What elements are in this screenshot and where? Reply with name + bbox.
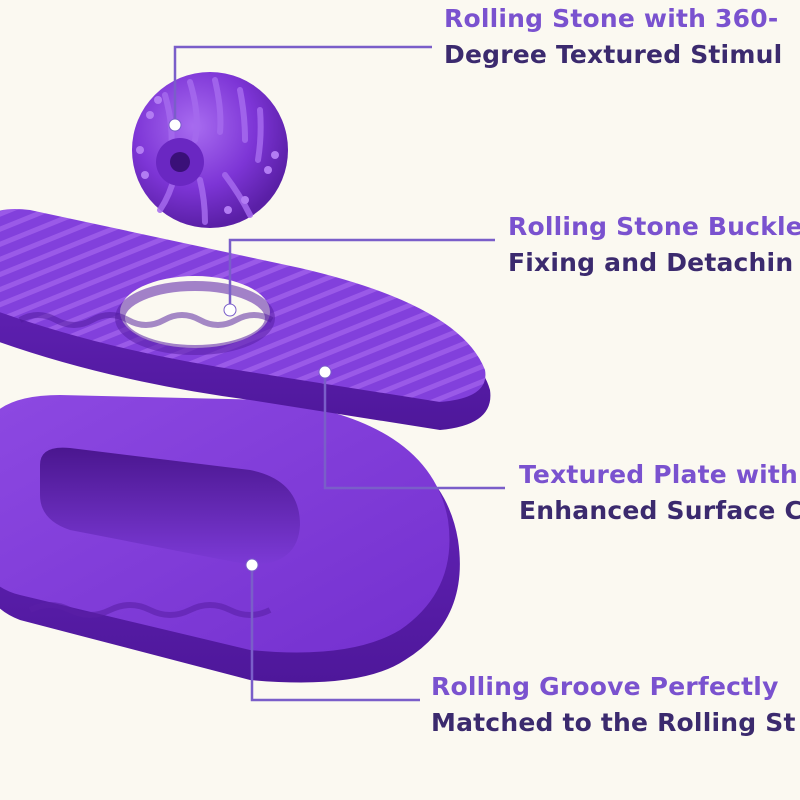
callout-buckle-title: Rolling Stone Buckle: [508, 212, 800, 241]
callout-groove-subtitle: Matched to the Rolling St: [431, 708, 796, 737]
rolling-groove: [40, 447, 300, 565]
callout-rolling-stone-subtitle: Degree Textured Stimul: [444, 40, 783, 69]
callout-textured-plate-title: Textured Plate with: [519, 460, 799, 489]
callout-buckle-subtitle: Fixing and Detachin: [508, 248, 794, 277]
leader-lines: [173, 45, 505, 702]
callout-textured-plate-subtitle: Enhanced Surface C: [519, 496, 800, 525]
leader-dots: [168, 118, 332, 572]
callout-groove-title: Rolling Groove Perfectly: [431, 672, 779, 701]
callout-rolling-stone: Rolling Stone with 360- Degree Textured …: [444, 1, 782, 73]
callout-rolling-stone-title: Rolling Stone with 360-: [444, 4, 779, 33]
rolling-stone-ball: [132, 72, 288, 228]
textured-plate: [0, 209, 491, 430]
callout-groove: Rolling Groove Perfectly Matched to the …: [431, 669, 796, 741]
callout-textured-plate: Textured Plate with Enhanced Surface C: [519, 457, 800, 529]
groove-plate: [0, 395, 460, 683]
callout-buckle: Rolling Stone Buckle Fixing and Detachin: [508, 209, 800, 281]
